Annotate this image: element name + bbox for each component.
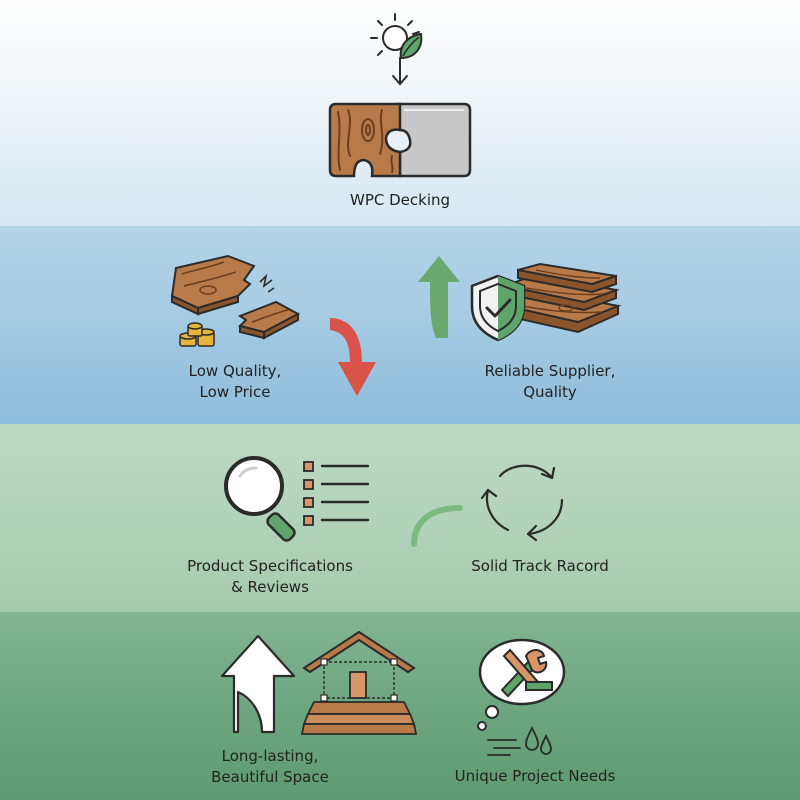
- broken-boards-icon: [170, 254, 301, 340]
- magnifier-icon: [224, 456, 296, 542]
- house-deck-icon: [300, 630, 418, 735]
- reliable-supplier-label: Reliable Supplier, Quality: [484, 362, 616, 401]
- thought-bubble-tools-icon: [477, 638, 566, 731]
- wpc-puzzle-icon: [328, 102, 472, 178]
- track-record-label: Solid Track Racord: [471, 557, 609, 575]
- checklist-icon: [303, 461, 370, 526]
- sun-leaf-icon: [370, 13, 423, 60]
- red-down-arrow-icon: [330, 318, 376, 396]
- research-band: [0, 424, 800, 612]
- arrow-down-icon: [392, 57, 408, 86]
- product-specs-label: Product Specifications & Reviews: [187, 557, 353, 596]
- supplier-choice-band: [0, 226, 800, 424]
- refresh-cycle-icon: [480, 464, 564, 542]
- low-quality-label: Low Quality, Low Price: [188, 362, 282, 401]
- green-curve-icon: [411, 505, 463, 547]
- long-lasting-label: Long-lasting, Beautiful Space: [211, 747, 329, 786]
- shield-check-icon: [470, 274, 526, 342]
- white-up-arrow-icon: [220, 634, 296, 734]
- green-up-arrow-icon: [418, 256, 460, 338]
- wpc-decking-label: WPC Decking: [349, 191, 451, 209]
- water-drops-icon: [487, 725, 552, 756]
- unique-needs-label: Unique Project Needs: [454, 767, 616, 785]
- coins-icon: [179, 322, 215, 347]
